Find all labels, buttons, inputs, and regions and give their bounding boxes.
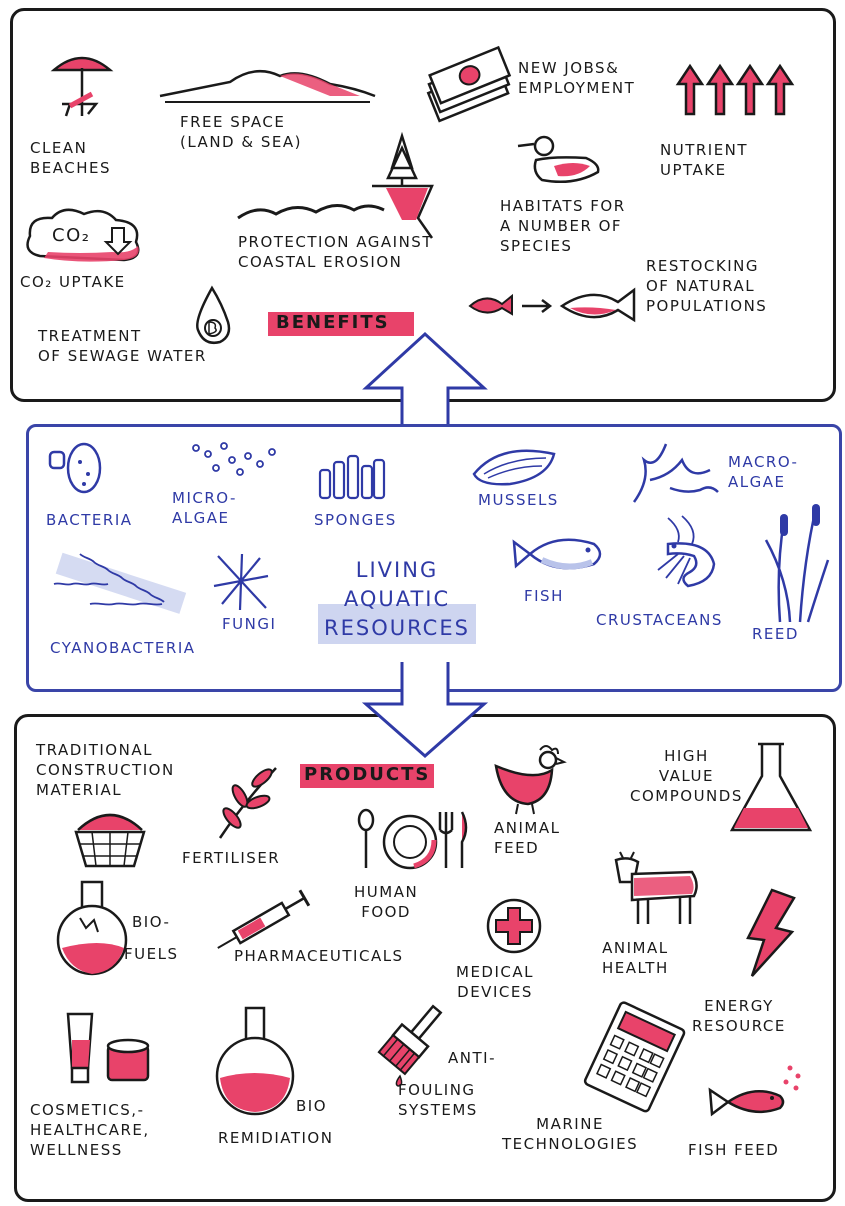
co2-uptake-label: CO₂ UPTAKE [20,273,126,291]
water-drop-icon [196,285,231,344]
macroalgae-icon [632,443,719,503]
antifouling-label-1: ANTI- [448,1049,496,1067]
money-icon [426,45,512,123]
bioremediation-flask-icon [215,1006,295,1116]
marine-tech-device-icon [583,1001,686,1113]
co2-cloud-icon [26,208,140,262]
restocking-label: RESTOCKING OF NATURAL POPULATIONS [646,257,768,315]
cosmetics-label: COSMETICS,- HEALTHCARE, WELLNESS [30,1101,150,1159]
fish-growth-icon [468,287,636,323]
habitats-label: HABITATS FOR A NUMBER OF SPECIES [500,197,626,255]
clean-beaches-label: CLEAN BEACHES [30,139,112,177]
down-arrow-overlay [362,700,488,758]
resources-title-wash [318,604,476,644]
free-space-label: FREE SPACE (LAND & SEA) [180,113,302,151]
bioremediation-label-1: BIO [296,1097,328,1115]
hills-icon [159,69,376,103]
nutrient-uptake-label: NUTRIENT UPTAKE [660,141,749,179]
beach-umbrella-icon [50,56,114,117]
human-food-label: HUMAN FOOD [354,883,419,921]
round-flask-icon [56,880,128,976]
sponges-label: SPONGES [314,511,397,529]
fish-feed-icon [708,1065,801,1117]
fish-feed-label: FISH FEED [688,1141,780,1159]
fungi-icon [213,553,269,611]
marine-tech-label: MARINE TECHNOLOGIES [502,1115,639,1153]
bacteria-label: BACTERIA [46,511,133,529]
reed-icon [764,504,830,623]
fungi-label: FUNGI [222,615,277,633]
sewage-label: TREATMENT OF SEWAGE WATER [38,327,207,365]
microalgae-icon [192,442,276,476]
lightning-icon [746,888,796,977]
crustaceans-label: CRUSTACEANS [596,611,723,629]
energy-label: ENERGY RESOURCE [692,997,786,1035]
waves-icon [237,204,385,220]
bacteria-icon [48,442,102,494]
pharmaceuticals-label: PHARMACEUTICALS [234,947,404,965]
sponges-icon [318,454,386,500]
coastal-erosion-label: PROTECTION AGAINST COASTAL EROSION [238,233,433,271]
microalgae-label: MICRO- ALGAE [172,489,237,527]
basket-icon [74,813,146,868]
new-jobs-label: NEW JOBS& EMPLOYMENT [518,59,636,97]
biofuels-label-2: FUELS [124,945,179,963]
mussels-icon [472,449,556,486]
products-highlight [300,764,434,788]
fish-label: FISH [524,587,564,605]
co2-symbol: CO₂ [52,225,91,246]
fish-icon [512,538,602,570]
reed-label: REED [752,625,799,643]
medical-cross-icon [486,898,542,954]
fertiliser-label: FERTILISER [182,849,281,867]
animal-health-label: ANIMAL HEALTH [602,939,669,977]
shrimp-icon [657,515,716,588]
fertiliser-sprig-icon [218,767,277,839]
cow-icon [614,851,698,924]
bioremediation-label-2: REMIDIATION [218,1129,334,1147]
erlenmeyer-flask-icon [729,742,813,832]
high-value-label: HIGH VALUE COMPOUNDS [630,747,743,805]
chicken-icon [494,745,567,815]
cliff-tree-icon [372,131,434,239]
biofuels-label-1: BIO- [132,913,171,931]
nutrient-arrows-icon [675,63,795,116]
products-title: PRODUCTS [304,764,431,785]
paint-brush-icon [377,1004,443,1087]
mussels-label: MUSSELS [478,491,559,509]
duck-icon [517,135,600,183]
benefits-title: BENEFITS [276,312,390,333]
antifouling-label-2: FOULING SYSTEMS [398,1081,478,1119]
medical-devices-label: MEDICAL DEVICES [456,963,534,1001]
resources-title: LIVING AQUATIC RESOURCES [324,558,470,640]
plate-cutlery-icon [357,808,468,870]
up-arrow-icon [362,331,488,450]
cyanobacteria-label: CYANOBACTERIA [50,639,196,657]
animal-feed-label: ANIMAL FEED [494,819,561,857]
benefits-highlight [268,312,414,336]
construction-label: TRADITIONAL CONSTRUCTION MATERIAL [36,741,175,799]
macroalgae-label: MACRO- ALGAE [728,453,799,491]
cosmetics-icon [66,1012,150,1084]
syringe-icon [217,889,311,949]
cyanobacteria-icon [53,552,187,614]
